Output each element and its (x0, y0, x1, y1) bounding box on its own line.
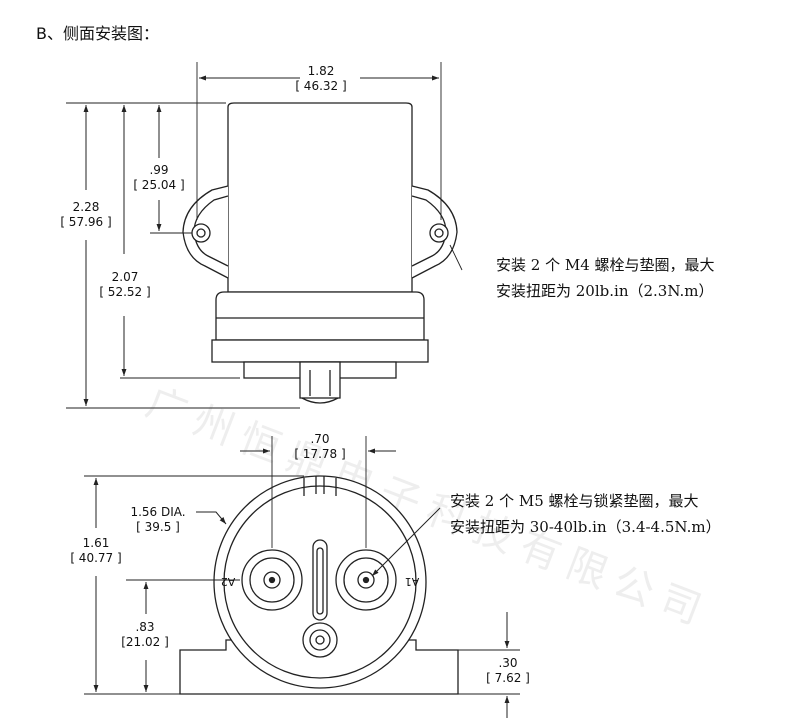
flange-thickness-inches: .30 (498, 656, 518, 670)
flange-height-dimension: .99 [ 25.04 ] (126, 163, 192, 193)
side-view-extension-lines (66, 62, 463, 409)
width-dimension: 1.82 [ 46.32 ] (286, 64, 356, 94)
body-height-inches: 2.07 (111, 270, 139, 284)
center-height-dimension: .83 [21.02 ] (112, 620, 178, 650)
terminal-a1-label: A1 (404, 575, 420, 588)
relay-side-view (182, 102, 458, 404)
total-height-inches: 2.28 (72, 200, 100, 214)
m5-mounting-note: 安装 2 个 M5 螺栓与锁紧垫圈，最大 安装扭距为 30-40lb.in（3.… (450, 488, 721, 540)
diameter-inches: 1.56 DIA. (130, 505, 186, 519)
m5-note-line-2: 安装扭距为 30-40lb.in（3.4-4.5N.m） (450, 518, 721, 536)
width-inches: 1.82 (307, 64, 335, 78)
flange-height-millimeters: [ 25.04 ] (133, 178, 185, 192)
bottom-view-extension-lines (84, 436, 520, 695)
center-height-inches: .83 (135, 620, 155, 634)
m5-note-line-1: 安装 2 个 M5 螺栓与锁紧垫圈，最大 (450, 492, 699, 510)
width-millimeters: [ 46.32 ] (295, 79, 347, 93)
m4-mounting-note: 安装 2 个 M4 螺栓与垫圈，最大 安装扭距为 20lb.in（2.3N.m） (496, 252, 715, 304)
terminal-spacing-millimeters: [ 17.78 ] (294, 447, 346, 461)
bottom-height-inches: 1.61 (82, 536, 110, 550)
m4-note-line-2: 安装扭距为 20lb.in（2.3N.m） (496, 282, 714, 300)
body-height-dimension: 2.07 [ 52.52 ] (90, 270, 160, 300)
bottom-view-dimension-lines (93, 448, 510, 718)
bottom-height-millimeters: [ 40.77 ] (70, 551, 122, 565)
bottom-height-dimension: 1.61 [ 40.77 ] (64, 536, 128, 566)
side-view-dimension-lines (83, 75, 439, 406)
m4-note-line-1: 安装 2 个 M4 螺栓与垫圈，最大 (496, 256, 715, 274)
relay-bottom-view (179, 475, 459, 695)
terminal-spacing-dimension: .70 [ 17.78 ] (285, 432, 355, 462)
diameter-millimeters: [ 39.5 ] (136, 520, 180, 534)
flange-thickness-millimeters: [ 7.62 ] (486, 671, 530, 685)
center-height-millimeters: [21.02 ] (121, 635, 169, 649)
flange-height-inches: .99 (149, 163, 169, 177)
body-height-millimeters: [ 52.52 ] (99, 285, 151, 299)
total-height-millimeters: [ 57.96 ] (60, 215, 112, 229)
section-heading: B、侧面安装图： (36, 24, 159, 43)
terminal-a2-label: A2 (220, 575, 236, 588)
flange-thickness-dimension: .30 [ 7.62 ] (480, 656, 536, 686)
diameter-dimension: 1.56 DIA. [ 39.5 ] (120, 505, 196, 535)
terminal-spacing-inches: .70 (310, 432, 330, 446)
total-height-dimension: 2.28 [ 57.96 ] (54, 200, 118, 230)
